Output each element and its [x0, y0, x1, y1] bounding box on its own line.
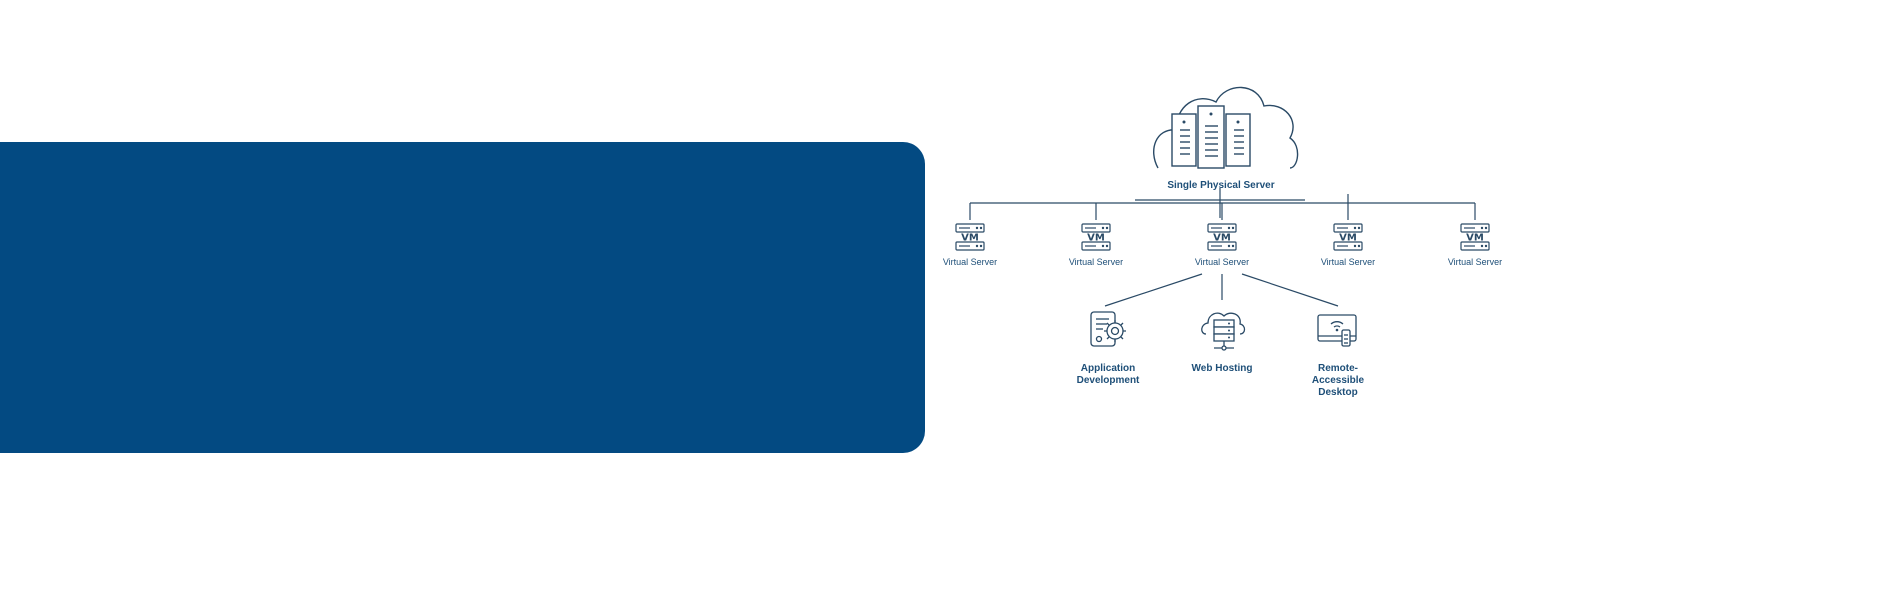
vm-icon-text: VM [1213, 233, 1231, 244]
vm-server-icon: VM [1333, 223, 1363, 251]
vm-icon-text: VM [1339, 233, 1357, 244]
vm-icon-text: VM [1466, 233, 1484, 244]
virtualization-diagram: Single Physical Server VM Virtual Server V… [930, 70, 1550, 400]
use-label-web-hosting: Web Hosting [1191, 363, 1253, 374]
cloud-hosting-icon [1201, 312, 1246, 351]
vm-server-icon: VM [955, 223, 985, 251]
vm-server-icon: VM [1081, 223, 1111, 251]
use-label-remote-desktop: Remote-Accessible Desktop [1311, 363, 1365, 398]
remote-desktop-icon [1317, 314, 1357, 347]
vm-server-icon: VM [1460, 223, 1490, 251]
vm-icon-text: VM [1087, 233, 1105, 244]
vm-server-icon: VM [1207, 223, 1237, 251]
blue-banner-panel [0, 142, 925, 453]
virtual-server-label: Virtual Server [1447, 257, 1503, 267]
virtual-server-label: Virtual Server [1194, 257, 1250, 267]
virtual-server-label: Virtual Server [1068, 257, 1124, 267]
virtual-server-label: Virtual Server [942, 257, 998, 267]
connector-lines [969, 188, 1476, 307]
root-label: Single Physical Server [1167, 180, 1275, 191]
document-gear-icon [1090, 311, 1126, 347]
virtual-server-label: Virtual Server [1320, 257, 1376, 267]
use-label-app-dev: Application Development [1076, 363, 1140, 386]
cloud-server-rack-icon [1153, 86, 1299, 169]
vm-icon-text: VM [961, 233, 979, 244]
